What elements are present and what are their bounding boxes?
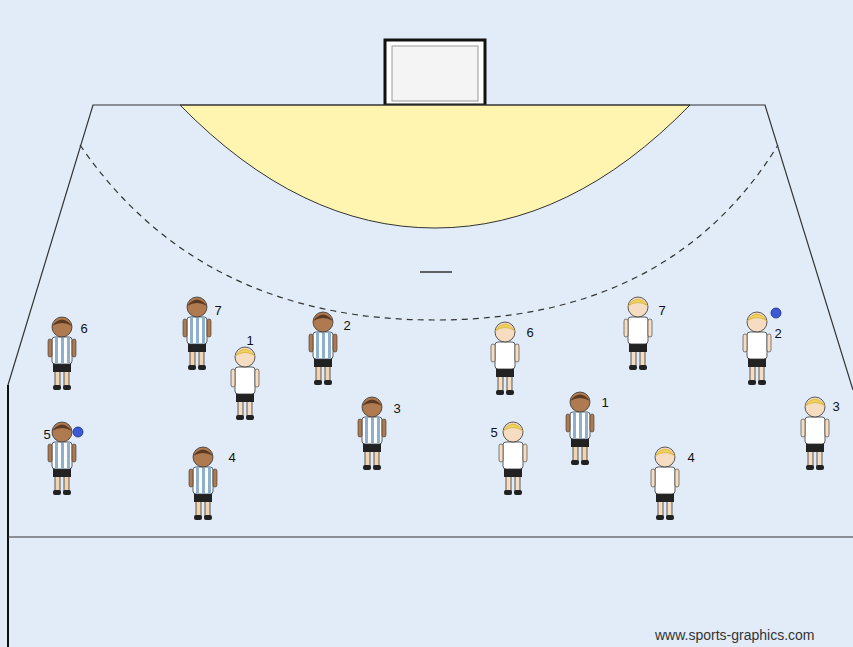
player-number: 6 [526, 326, 533, 339]
player-number: 2 [774, 327, 781, 340]
player-number: 4 [687, 451, 694, 464]
watermark: www.sports-graphics.com [655, 628, 815, 642]
player-number: 5 [490, 426, 497, 439]
player-number: 1 [601, 396, 608, 409]
player-number: 3 [393, 402, 400, 415]
player-number: 1 [246, 334, 253, 347]
player-number: 5 [43, 428, 50, 441]
player-number: 7 [658, 304, 665, 317]
player-number: 4 [228, 451, 235, 464]
player-number: 6 [80, 322, 87, 335]
player-number: 7 [214, 304, 221, 317]
player-number: 3 [832, 400, 839, 413]
player-number: 2 [343, 319, 350, 332]
